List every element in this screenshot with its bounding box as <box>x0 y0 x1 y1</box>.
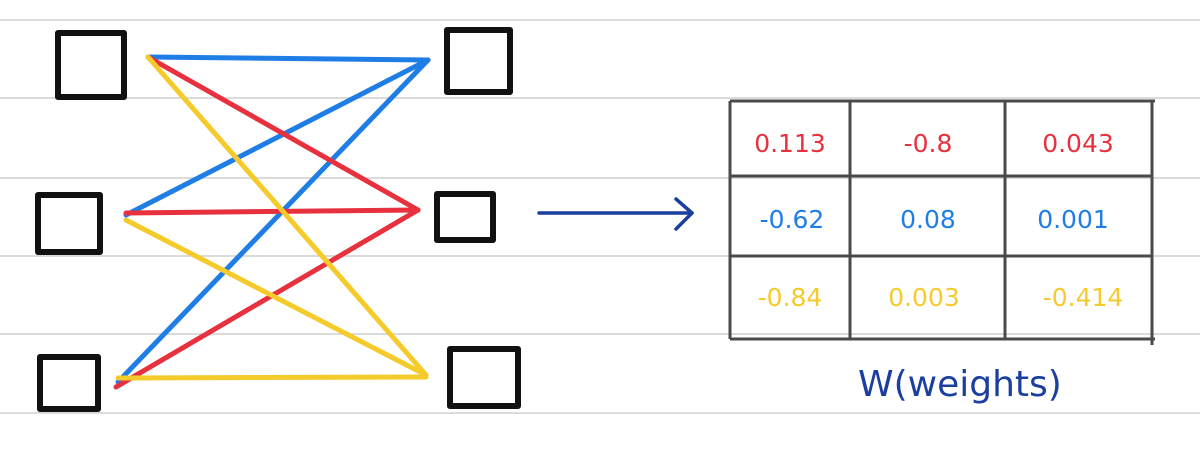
connection-lines <box>113 54 431 390</box>
output-node-1 <box>444 27 513 95</box>
yellow-connection-line <box>145 54 429 378</box>
weight-cell: 0.001 <box>1037 205 1109 234</box>
blue-connection-line <box>123 57 431 218</box>
weights-table <box>728 99 1155 345</box>
yellow-connection-line <box>115 374 429 381</box>
yellow-connection-line <box>123 217 429 378</box>
blue-connection-line <box>145 54 431 63</box>
weight-cell: 0.08 <box>900 205 956 234</box>
ruled-lines <box>0 19 1200 414</box>
weight-cell: 0.003 <box>888 283 960 312</box>
output-node-2 <box>434 191 496 243</box>
weight-cell: -0.8 <box>904 129 953 158</box>
input-layer <box>35 30 127 412</box>
weights-values: 0.113 -0.8 0.043 -0.62 0.08 0.001 -0.84 … <box>754 129 1123 312</box>
weight-cell: -0.62 <box>760 205 825 234</box>
red-connection-line <box>113 207 421 390</box>
red-connection-line <box>145 54 421 213</box>
input-node-3 <box>37 354 101 412</box>
weight-cell: 0.113 <box>754 129 826 158</box>
weight-cell: -0.414 <box>1043 283 1124 312</box>
weight-cell: 0.043 <box>1042 129 1114 158</box>
weights-caption: W(weights) <box>858 364 1062 405</box>
weight-cell: -0.84 <box>758 283 823 312</box>
output-node-3 <box>447 346 521 409</box>
input-node-2 <box>35 192 103 255</box>
blue-connection-line <box>115 57 431 385</box>
output-layer <box>434 27 521 409</box>
red-connection-line <box>123 207 421 216</box>
input-node-1 <box>55 30 127 100</box>
arrow <box>537 197 694 231</box>
